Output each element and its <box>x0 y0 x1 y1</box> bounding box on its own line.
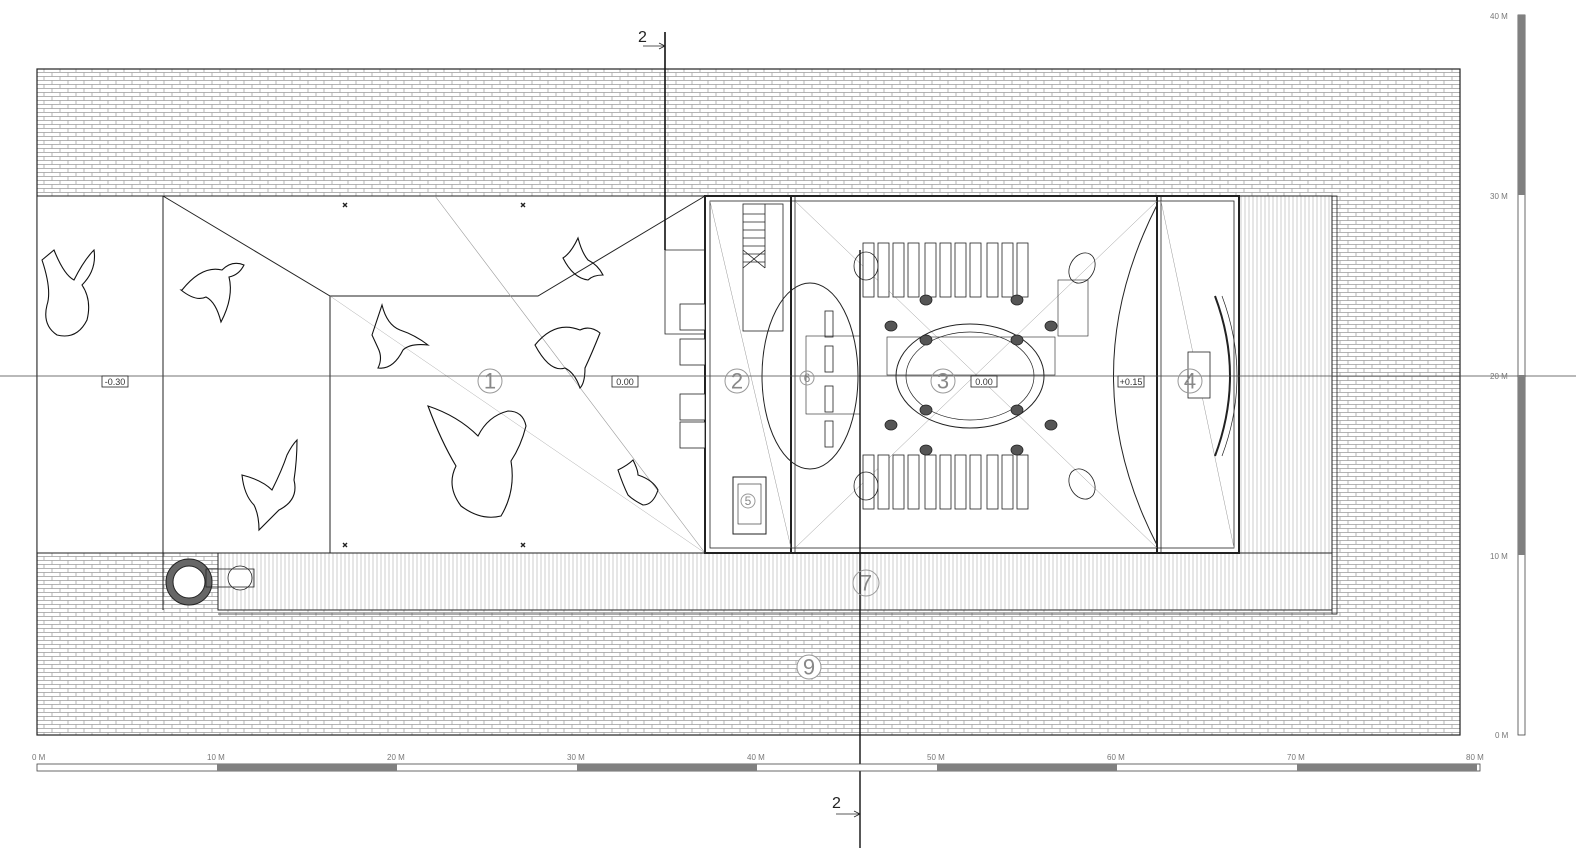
room-1-label: 1 <box>484 369 496 394</box>
elevation-courtyard: 0.00 <box>616 377 634 387</box>
vscale-label-0: 0 M <box>1495 731 1509 740</box>
scale-label-10: 10 M <box>207 753 225 762</box>
courtyard-inner-outline <box>162 195 706 297</box>
scale-label-60: 60 M <box>1107 753 1125 762</box>
elevation-entry: -0.30 <box>105 377 126 387</box>
elevation-tags: -0.30 0.00 0.00 +0.15 <box>101 375 1145 388</box>
vscale-label-30: 30 M <box>1490 192 1508 201</box>
vscale-label-20: 20 M <box>1490 372 1508 381</box>
room-4-label: 4 <box>1184 369 1196 394</box>
courtyard <box>162 195 706 554</box>
pews-south <box>862 454 1029 510</box>
bird-silhouettes <box>41 236 659 532</box>
scale-label-50: 50 M <box>927 753 945 762</box>
east-terrace <box>1237 195 1333 611</box>
scale-label-30: 30 M <box>567 753 585 762</box>
vertical-scale-bar: 40 M 30 M 20 M 10 M 0 M <box>1490 12 1526 740</box>
light-fixtures <box>884 294 1058 456</box>
room-8-label: 8 <box>186 575 193 589</box>
entry-zone <box>36 195 164 554</box>
vscale-label-10: 10 M <box>1490 552 1508 561</box>
room-2-label: 2 <box>731 369 743 394</box>
room-6-label: 6 <box>804 371 811 385</box>
room-7-label: 7 <box>860 571 872 596</box>
pews-north <box>862 242 1029 298</box>
elevation-nave: 0.00 <box>975 377 993 387</box>
south-path <box>217 552 1333 611</box>
altar-block <box>732 476 767 535</box>
scale-label-20: 20 M <box>387 753 405 762</box>
room-labels: 1 2 3 4 5 6 7 8 9 <box>186 368 1203 680</box>
tree-marks <box>342 202 526 548</box>
vscale-label-40: 40 M <box>1490 12 1508 21</box>
stair <box>742 203 784 332</box>
scale-label-70: 70 M <box>1287 753 1305 762</box>
scale-label-80: 80 M <box>1466 753 1484 762</box>
section-mark-bottom: 2 <box>832 795 841 812</box>
room-3-label: 3 <box>937 369 949 394</box>
room-9-label: 9 <box>803 655 815 680</box>
room-5-label: 5 <box>745 494 752 508</box>
scale-label-40: 40 M <box>747 753 765 762</box>
horizontal-scale-bar: 0 M 10 M 20 M 30 M 40 M 50 M 60 M 70 M 8… <box>32 753 1484 772</box>
chancel-table <box>1187 351 1211 399</box>
section-mark-top: 2 <box>638 29 647 46</box>
elevation-chancel: +0.15 <box>1120 377 1143 387</box>
scale-label-0: 0 M <box>32 753 46 762</box>
